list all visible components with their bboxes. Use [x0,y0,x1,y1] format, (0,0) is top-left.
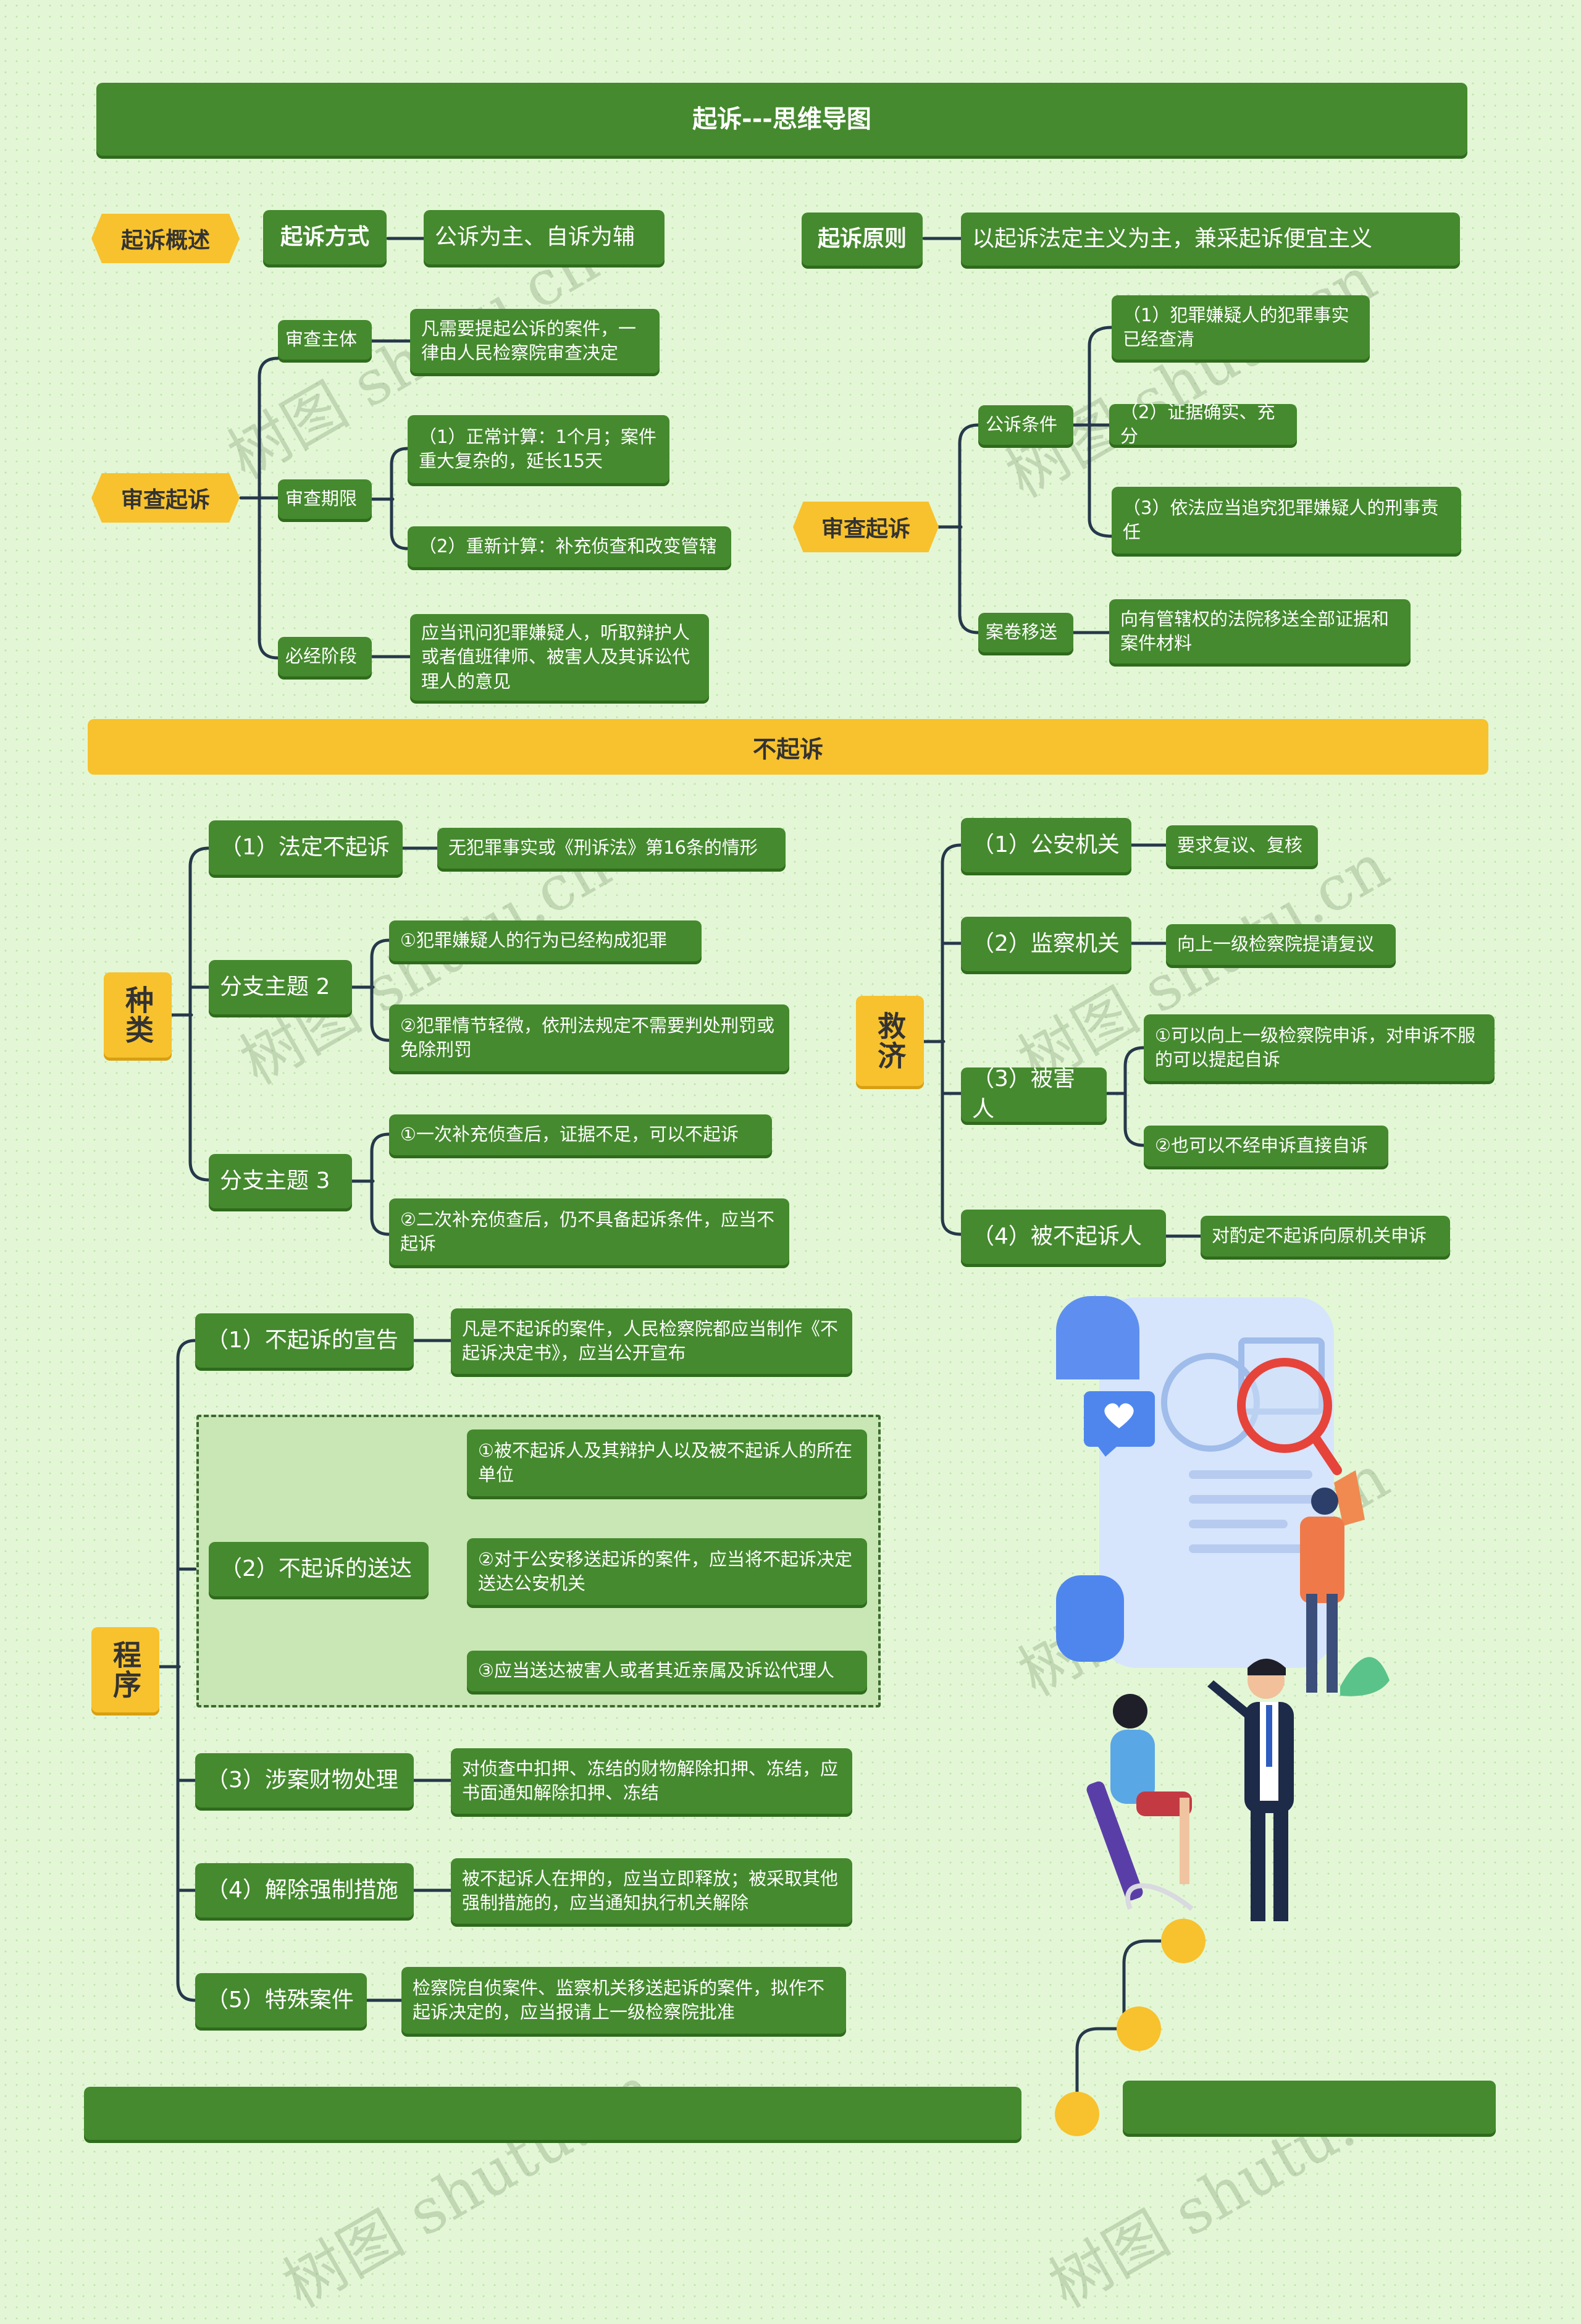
prosecution-mode-value: 公诉为主、自诉为辅 [424,210,665,264]
public-security-node: （1）公安机关 [961,818,1131,872]
victim-node: （3）被害人 [961,1066,1107,1122]
magnifier-icon [1237,1358,1332,1453]
branch-3-detail-1: ①一次补充侦查后，证据不足，可以不起诉 [389,1114,772,1155]
procedure-node: 程序 [91,1627,159,1712]
announcement-detail: 凡是不起诉的案件，人民检察院都应当制作《不起诉决定书》，应当公开宣布 [451,1308,852,1374]
release-measures-detail: 被不起诉人在押的，应当立即释放；被采取其他强制措施的，应当通知执行机关解除 [451,1858,852,1924]
delivery-detail-2: ②对于公安移送起诉的案件，应当将不起诉决定送达公安机关 [467,1538,867,1605]
overview-node: 起诉概述 [91,214,240,263]
property-handling-detail: 对侦查中扣押、冻结的财物解除扣押、冻结，应书面通知解除扣押、冻结 [451,1748,852,1814]
decor-circle [1161,1919,1206,1963]
non-prosecution-banner: 不起诉 [88,719,1488,775]
victim-detail-1: ①可以向上一级检察院申诉，对申诉不服的可以提起自诉 [1144,1014,1495,1081]
supervisory-organ-node: （2）监察机关 [961,917,1131,971]
branch-2-detail-1: ①犯罪嫌疑人的行为已经构成犯罪 [389,920,702,961]
public-security-detail: 要求复议、复核 [1166,825,1318,866]
non-prosecuted-person-node: （4）被不起诉人 [961,1210,1166,1264]
footer-bar-left [84,2087,1021,2140]
decor-circle [1117,2006,1161,2051]
document-search-illustration [1056,1296,1390,1921]
connector-lines [157,237,1202,2116]
review-period-node: 审查期限 [278,479,372,519]
condition-detail-1: （1）犯罪嫌疑人的犯罪事实已经查清 [1112,295,1370,360]
prosecution-principle-node: 起诉原则 [802,213,923,266]
property-handling-node: （3）涉案财物处理 [195,1753,414,1808]
special-cases-detail: 检察院自侦案件、监察机关移送起诉的案件，拟作不起诉决定的，应当报请上一级检察院批… [401,1967,846,2034]
condition-detail-3: （3）依法应当追究犯罪嫌疑人的刑事责任 [1112,487,1461,554]
statutory-non-prosecution-detail: 无犯罪事实或《刑诉法》第16条的情形 [437,828,786,869]
required-stage-detail: 应当讯问犯罪嫌疑人，听取辩护人或者值班律师、被害人及其诉讼代理人的意见 [410,614,709,701]
woman-chair [1086,1781,1143,1901]
review-period-detail-1: （1）正常计算：1个月；案件重大复杂的，延长15天 [408,415,669,483]
condition-detail-2: （2）证据确实、充分 [1109,402,1297,447]
public-prosecution-conditions-node: 公诉条件 [978,405,1073,445]
supervisory-organ-detail: 向上一级检察院提请复议 [1166,924,1396,965]
prosecution-mode-node: 起诉方式 [263,210,387,264]
types-node: 种类 [104,972,172,1058]
victim-detail-2: ②也可以不经申诉直接自诉 [1144,1126,1388,1166]
release-measures-node: （4）解除强制措施 [195,1863,414,1918]
review-subject-node: 审查主体 [278,320,372,360]
statutory-non-prosecution-node: （1）法定不起诉 [209,820,403,875]
review-period-detail-2: （2）重新计算：补充侦查和改变管辖 [408,526,731,567]
footer-bar-right [1123,2081,1496,2134]
non-prosecuted-person-detail: 对酌定不起诉向原机关申诉 [1201,1216,1450,1257]
case-transfer-node: 案卷移送 [978,613,1073,652]
branch-topic-2-node: 分支主题 2 [209,960,352,1014]
review-right-node: 审查起诉 [793,502,939,552]
branch-3-detail-2: ②二次补充侦查后，仍不具备起诉条件，应当不起诉 [389,1198,789,1265]
case-transfer-detail: 向有管辖权的法院移送全部证据和案件材料 [1109,599,1411,663]
remedy-node: 救济 [856,996,924,1086]
delivery-detail-1: ①被不起诉人及其辩护人以及被不起诉人的所在单位 [467,1429,867,1496]
decor-circle [1055,2092,1099,2136]
delivery-detail-3: ③应当送达被害人或者其近亲属及诉讼代理人 [467,1651,867,1691]
branch-topic-3-node: 分支主题 3 [209,1154,352,1208]
prosecution-principle-value: 以起诉法定主义为主，兼采起诉便宜主义 [961,213,1460,266]
page-title: 起诉---思维导图 [96,83,1467,156]
branch-2-detail-2: ②犯罪情节轻微，依刑法规定不需要判处刑罚或免除刑罚 [389,1004,789,1071]
review-left-node: 审查起诉 [91,473,240,523]
announcement-node: （1）不起诉的宣告 [195,1313,414,1368]
special-cases-node: （5）特殊案件 [195,1973,367,2027]
delivery-node: （2）不起诉的送达 [209,1542,429,1596]
required-stage-node: 必经阶段 [278,637,372,676]
review-subject-detail: 凡需要提起公诉的案件，一律由人民检察院审查决定 [410,309,660,373]
